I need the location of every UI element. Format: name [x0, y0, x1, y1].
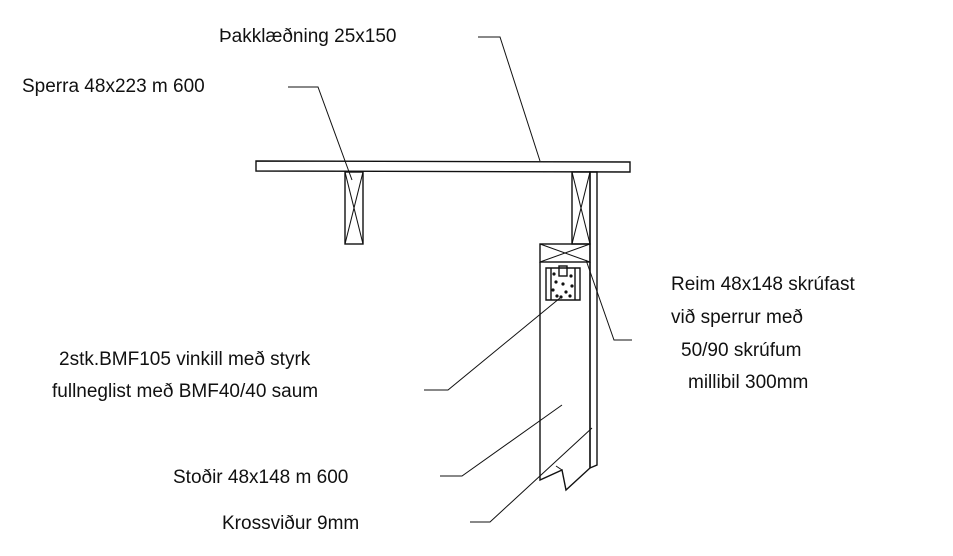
- label-strap: Reim 48x148 skrúfast við sperrur með 50/…: [671, 274, 855, 393]
- leader-roof-sheathing: [478, 36, 541, 162]
- label-bracket: 2stk.BMF105 vinkill með styrk fullneglis…: [52, 349, 318, 402]
- stud: [539, 262, 591, 492]
- label-plywood: Krossviður 9mm: [222, 513, 359, 534]
- label-strap-line-4: millibil 300mm: [688, 372, 808, 393]
- roof-sheathing-board: [255, 160, 631, 173]
- leader-bracket: [424, 297, 561, 391]
- label-strap-line-3: 50/90 skrúfum: [681, 340, 801, 361]
- label-bracket-line-2: fullneglist með BMF40/40 saum: [52, 381, 318, 402]
- leader-lines: [288, 36, 632, 523]
- angle-bracket: [545, 265, 581, 301]
- rafter-right-section: [571, 171, 591, 245]
- plywood-sheet: [589, 171, 598, 470]
- leader-studs: [440, 404, 563, 477]
- label-studs: Stoðir 48x148 m 600: [173, 467, 348, 488]
- label-strap-line-1: Reim 48x148 skrúfast: [671, 274, 855, 295]
- rafter-left-section: [344, 171, 364, 245]
- label-bracket-line-1: 2stk.BMF105 vinkill með styrk: [59, 349, 311, 370]
- label-rafter: Sperra 48x223 m 600: [22, 76, 205, 97]
- strap-section: [539, 243, 591, 263]
- label-roof-sheathing: Þakklæðning 25x150: [219, 26, 396, 47]
- leader-strap: [585, 259, 632, 341]
- label-strap-line-2: við sperrur með: [671, 307, 803, 328]
- leader-plywood: [470, 427, 593, 523]
- leader-rafter: [288, 86, 353, 181]
